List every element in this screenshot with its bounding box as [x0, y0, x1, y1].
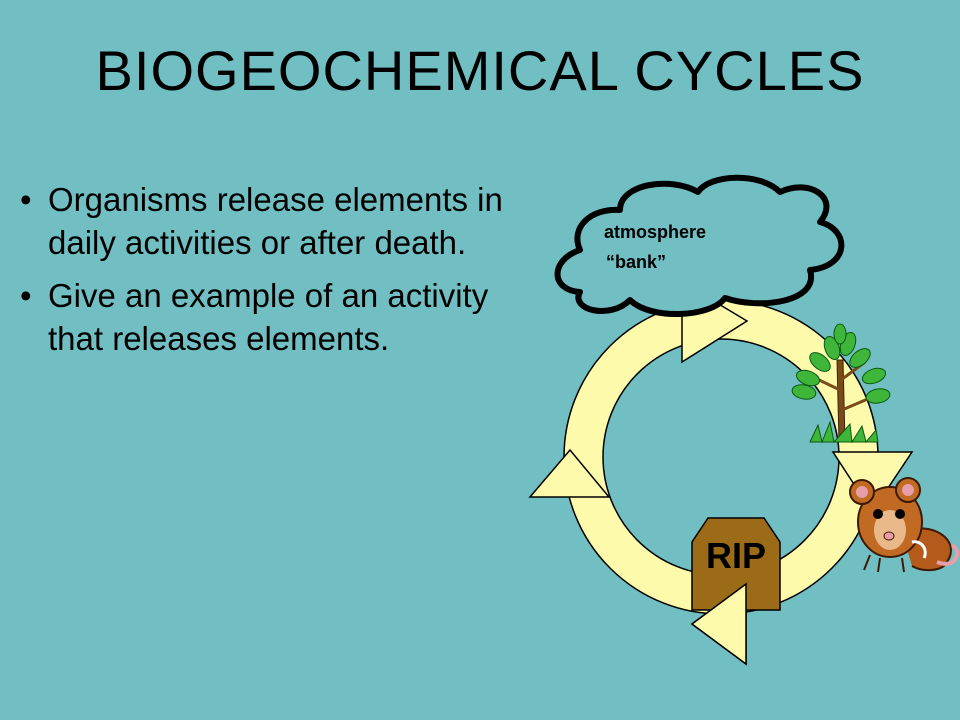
bullet-item: Organisms release elements in daily acti…: [20, 178, 510, 264]
cycle-arrow-icon: [690, 582, 747, 666]
tree-icon: [791, 323, 891, 444]
tombstone-icon: RIP: [691, 517, 781, 611]
mouse-icon: [849, 477, 959, 573]
cycle-diagram: atmosphere “bank”: [528, 174, 959, 666]
cloud-label-line2: “bank”: [606, 252, 666, 272]
slide-title: BIOGEOCHEMICAL CYCLES: [95, 39, 865, 102]
cloud-icon: atmosphere “bank”: [554, 174, 845, 318]
bullet-item: Give an example of an activity that rele…: [20, 274, 510, 360]
cloud-label-line1: atmosphere: [604, 222, 706, 242]
tombstone-label: RIP: [706, 535, 766, 576]
bullet-list: Organisms release elements in daily acti…: [20, 178, 510, 370]
